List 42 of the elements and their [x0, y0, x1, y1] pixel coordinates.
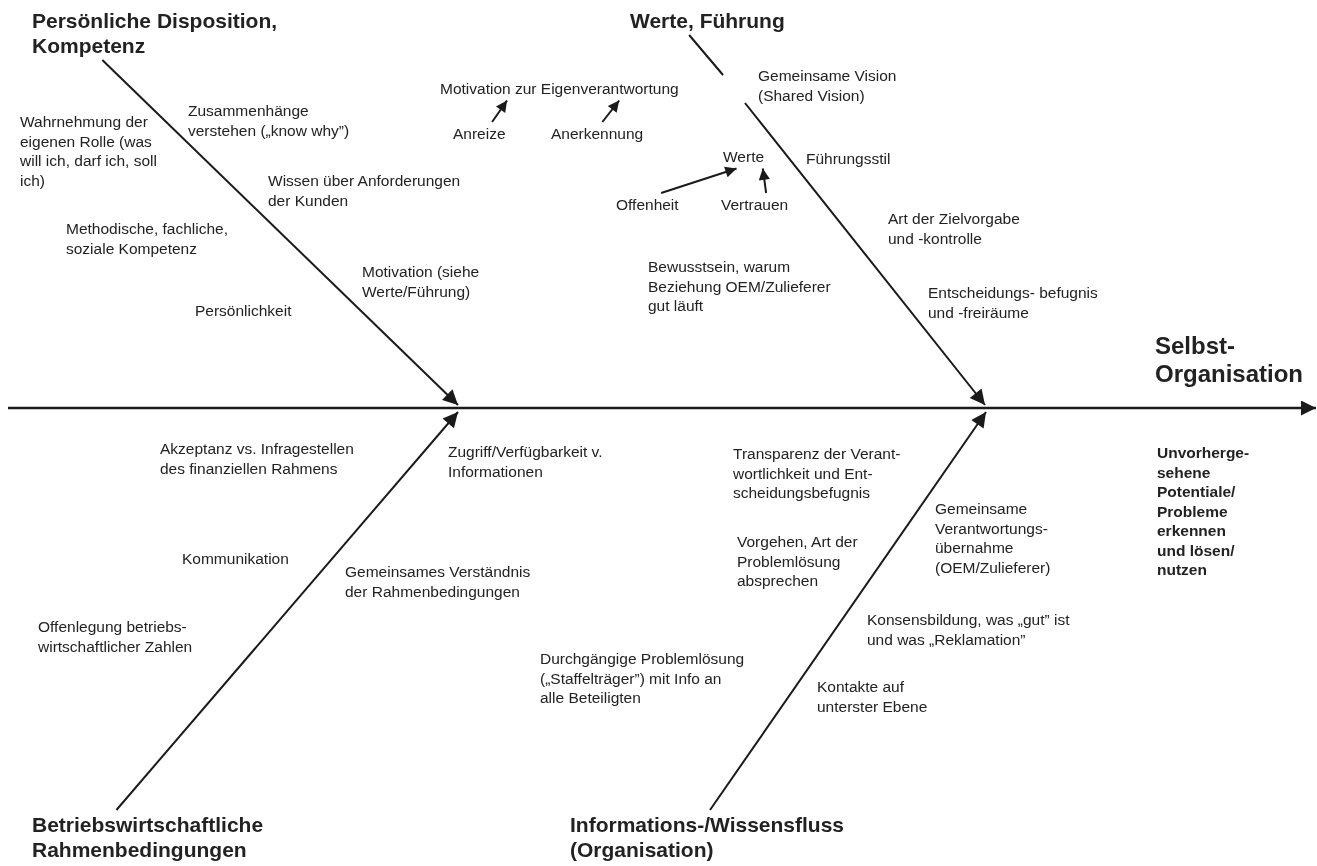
cause-text: Zugriff/Verfügbarkeit v. Informationen — [448, 442, 604, 481]
cause-text: Entscheidungs- befugnis und -freiräume — [928, 283, 1099, 322]
cause-text: Methodische, fachliche, soziale Kompetenz — [66, 219, 229, 258]
cause-text: Kontakte auf unterster Ebene — [817, 677, 929, 716]
cause-text: Kommunikation — [182, 549, 289, 569]
cause-text: Akzeptanz vs. Infragestellen des finanziellen Rahmens — [160, 439, 355, 478]
arrow — [601, 99, 621, 123]
cause-text: Wissen über Anforderungen der Kunden — [268, 171, 462, 210]
bone-arrow — [115, 411, 459, 811]
effect-heading: Selbst- Organisation — [1155, 332, 1305, 388]
cause-text: Vorgehen, Art der Problemlösung absprechen — [737, 532, 859, 591]
arrow — [758, 167, 770, 194]
effect-text: Unvorherge- sehene Potentiale/ Probleme erkennen und lösen/ nutzen — [1157, 443, 1251, 580]
arrow — [660, 166, 738, 194]
bone-arrow — [101, 59, 459, 406]
category-heading: Betriebswirtschaftliche Rahmenbedingungen — [32, 812, 265, 862]
cause-text: Gemeinsame Vision (Shared Vision) — [758, 66, 898, 105]
category-heading: Informations-/Wissensfluss (Organisation) — [570, 812, 846, 862]
category-heading: Werte, Führung — [630, 8, 785, 33]
arrow — [491, 99, 509, 123]
bone-arrow — [709, 411, 987, 811]
cause-text: Offenheit — [616, 195, 679, 215]
cause-text: Motivation (siehe Werte/Führung) — [362, 262, 481, 301]
cause-text: Führungsstil — [806, 149, 891, 169]
cause-text: Gemeinsame Verantwortungs- übernahme (OEM/Zulieferer) — [935, 499, 1052, 577]
cause-text: Zusammenhänge verstehen („know why”) — [188, 101, 351, 140]
cause-text: Konsensbildung, was „gut” ist und was „Reklamation” — [867, 610, 1071, 649]
category-heading: Persönliche Disposition, Kompetenz — [32, 8, 279, 58]
cause-text: Wahrnehmung der eigenen Rolle (was will ich, darf ich, soll ich) — [20, 112, 158, 190]
cause-text: Art der Zielvorgabe und -kontrolle — [888, 209, 1021, 248]
bone-arrow — [688, 34, 986, 406]
cause-text: Motivation zur Eigenverantwortung — [440, 79, 679, 99]
cause-text: Persönlichkeit — [195, 301, 292, 321]
cause-text: Transparenz der Verant- wortlichkeit und Ent- scheidungsbefugnis — [733, 444, 902, 503]
cause-text: Vertrauen — [721, 195, 789, 215]
cause-text: Gemeinsames Verständnis der Rahmenbedingungen — [345, 562, 532, 601]
cause-text: Anerkennung — [551, 124, 644, 144]
cause-text: Werte — [723, 147, 765, 167]
cause-text: Offenlegung betriebs- wirtschaftlicher Zahlen — [38, 617, 194, 656]
cause-text: Anreize — [453, 124, 506, 144]
cause-text: Bewusstsein, warum Beziehung OEM/Zulieferer gut läuft — [648, 257, 832, 316]
cause-text: Durchgängige Problemlösung („Staffelträger”) mit Info an alle Beteiligten — [540, 649, 745, 708]
